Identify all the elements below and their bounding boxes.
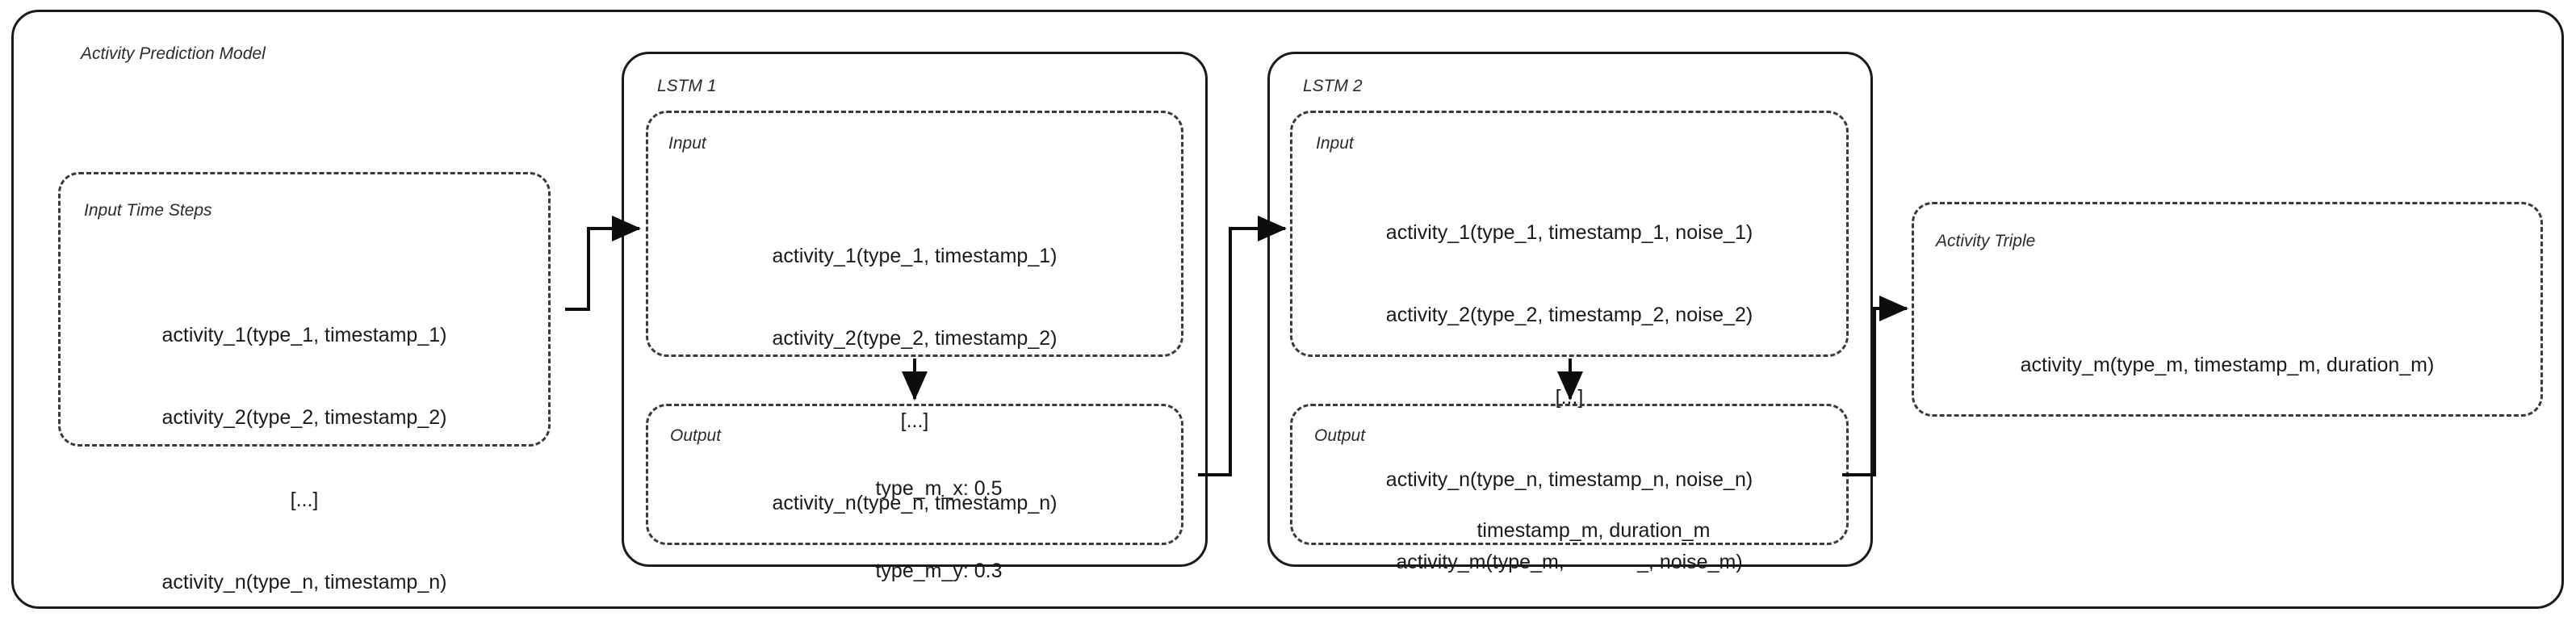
list-item: type_m_y: 0.3 — [875, 560, 1003, 582]
list-item: activity_n(type_n, timestamp_n, noise_n) — [1385, 468, 1753, 491]
lstm2-output-body: timestamp_m, duration_m — [1314, 462, 1873, 599]
lstm2-input-box — [1290, 111, 1849, 357]
list-item: activity_1(type_1, timestamp_1) — [772, 245, 1058, 267]
lstm1-output-box — [646, 404, 1183, 545]
lstm1-input-box — [646, 111, 1183, 357]
list-item: timestamp_m, duration_m — [1476, 519, 1711, 542]
list-item: [...] — [290, 489, 319, 511]
list-item: activity_m(type_m, _, noise_m) — [1396, 551, 1743, 573]
list-item: activity_n(type_n, timestamp_n) — [161, 571, 447, 594]
lstm1-output-body: type_m_x: 0.5 type_m_y: 0.3 type_m_z: 0.… — [670, 420, 1208, 625]
lstm2-title: LSTM 2 — [1303, 77, 1363, 95]
lstm1-input-body: activity_1(type_1, timestamp_1) activity… — [646, 187, 1183, 572]
lstm2-input-body: activity_1(type_1, timestamp_1, noise_1)… — [1290, 164, 1849, 625]
list-item: activity_m(type_m, timestamp_m, duration… — [2020, 354, 2435, 376]
list-item: activity_n(type_n, timestamp_n) — [772, 492, 1058, 514]
list-item: activity_1(type_1, timestamp_1) — [161, 324, 447, 346]
activity-triple-title: Activity Triple — [1936, 232, 2036, 250]
activity-triple-box — [1912, 202, 2543, 417]
list-item: activity_1(type_1, timestamp_1, noise_1) — [1385, 221, 1753, 244]
activity-prediction-model-title: Activity Prediction Model — [81, 44, 266, 63]
lstm2-input-title: Input — [1316, 134, 1354, 153]
list-item: activity_2(type_2, timestamp_2, noise_2) — [1385, 304, 1753, 326]
list-item: [...] — [900, 409, 929, 432]
activity-prediction-model-container — [11, 10, 2564, 609]
lstm1-output-title: Output — [670, 426, 722, 445]
lstm1-title: LSTM 1 — [657, 77, 717, 95]
lstm2-output-title: Output — [1314, 426, 1366, 445]
input-time-steps-body: activity_1(type_1, timestamp_1) activity… — [58, 266, 551, 625]
input-time-steps-box — [58, 172, 551, 447]
lstm1-input-title: Input — [668, 134, 706, 153]
list-item: activity_2(type_2, timestamp_2) — [161, 406, 447, 429]
list-item: activity_2(type_2, timestamp_2) — [772, 327, 1058, 350]
list-item: type_m_x: 0.5 — [875, 477, 1003, 500]
input-time-steps-title: Input Time Steps — [84, 201, 212, 220]
activity-triple-body: activity_m(type_m, timestamp_m, duration… — [1912, 296, 2543, 434]
